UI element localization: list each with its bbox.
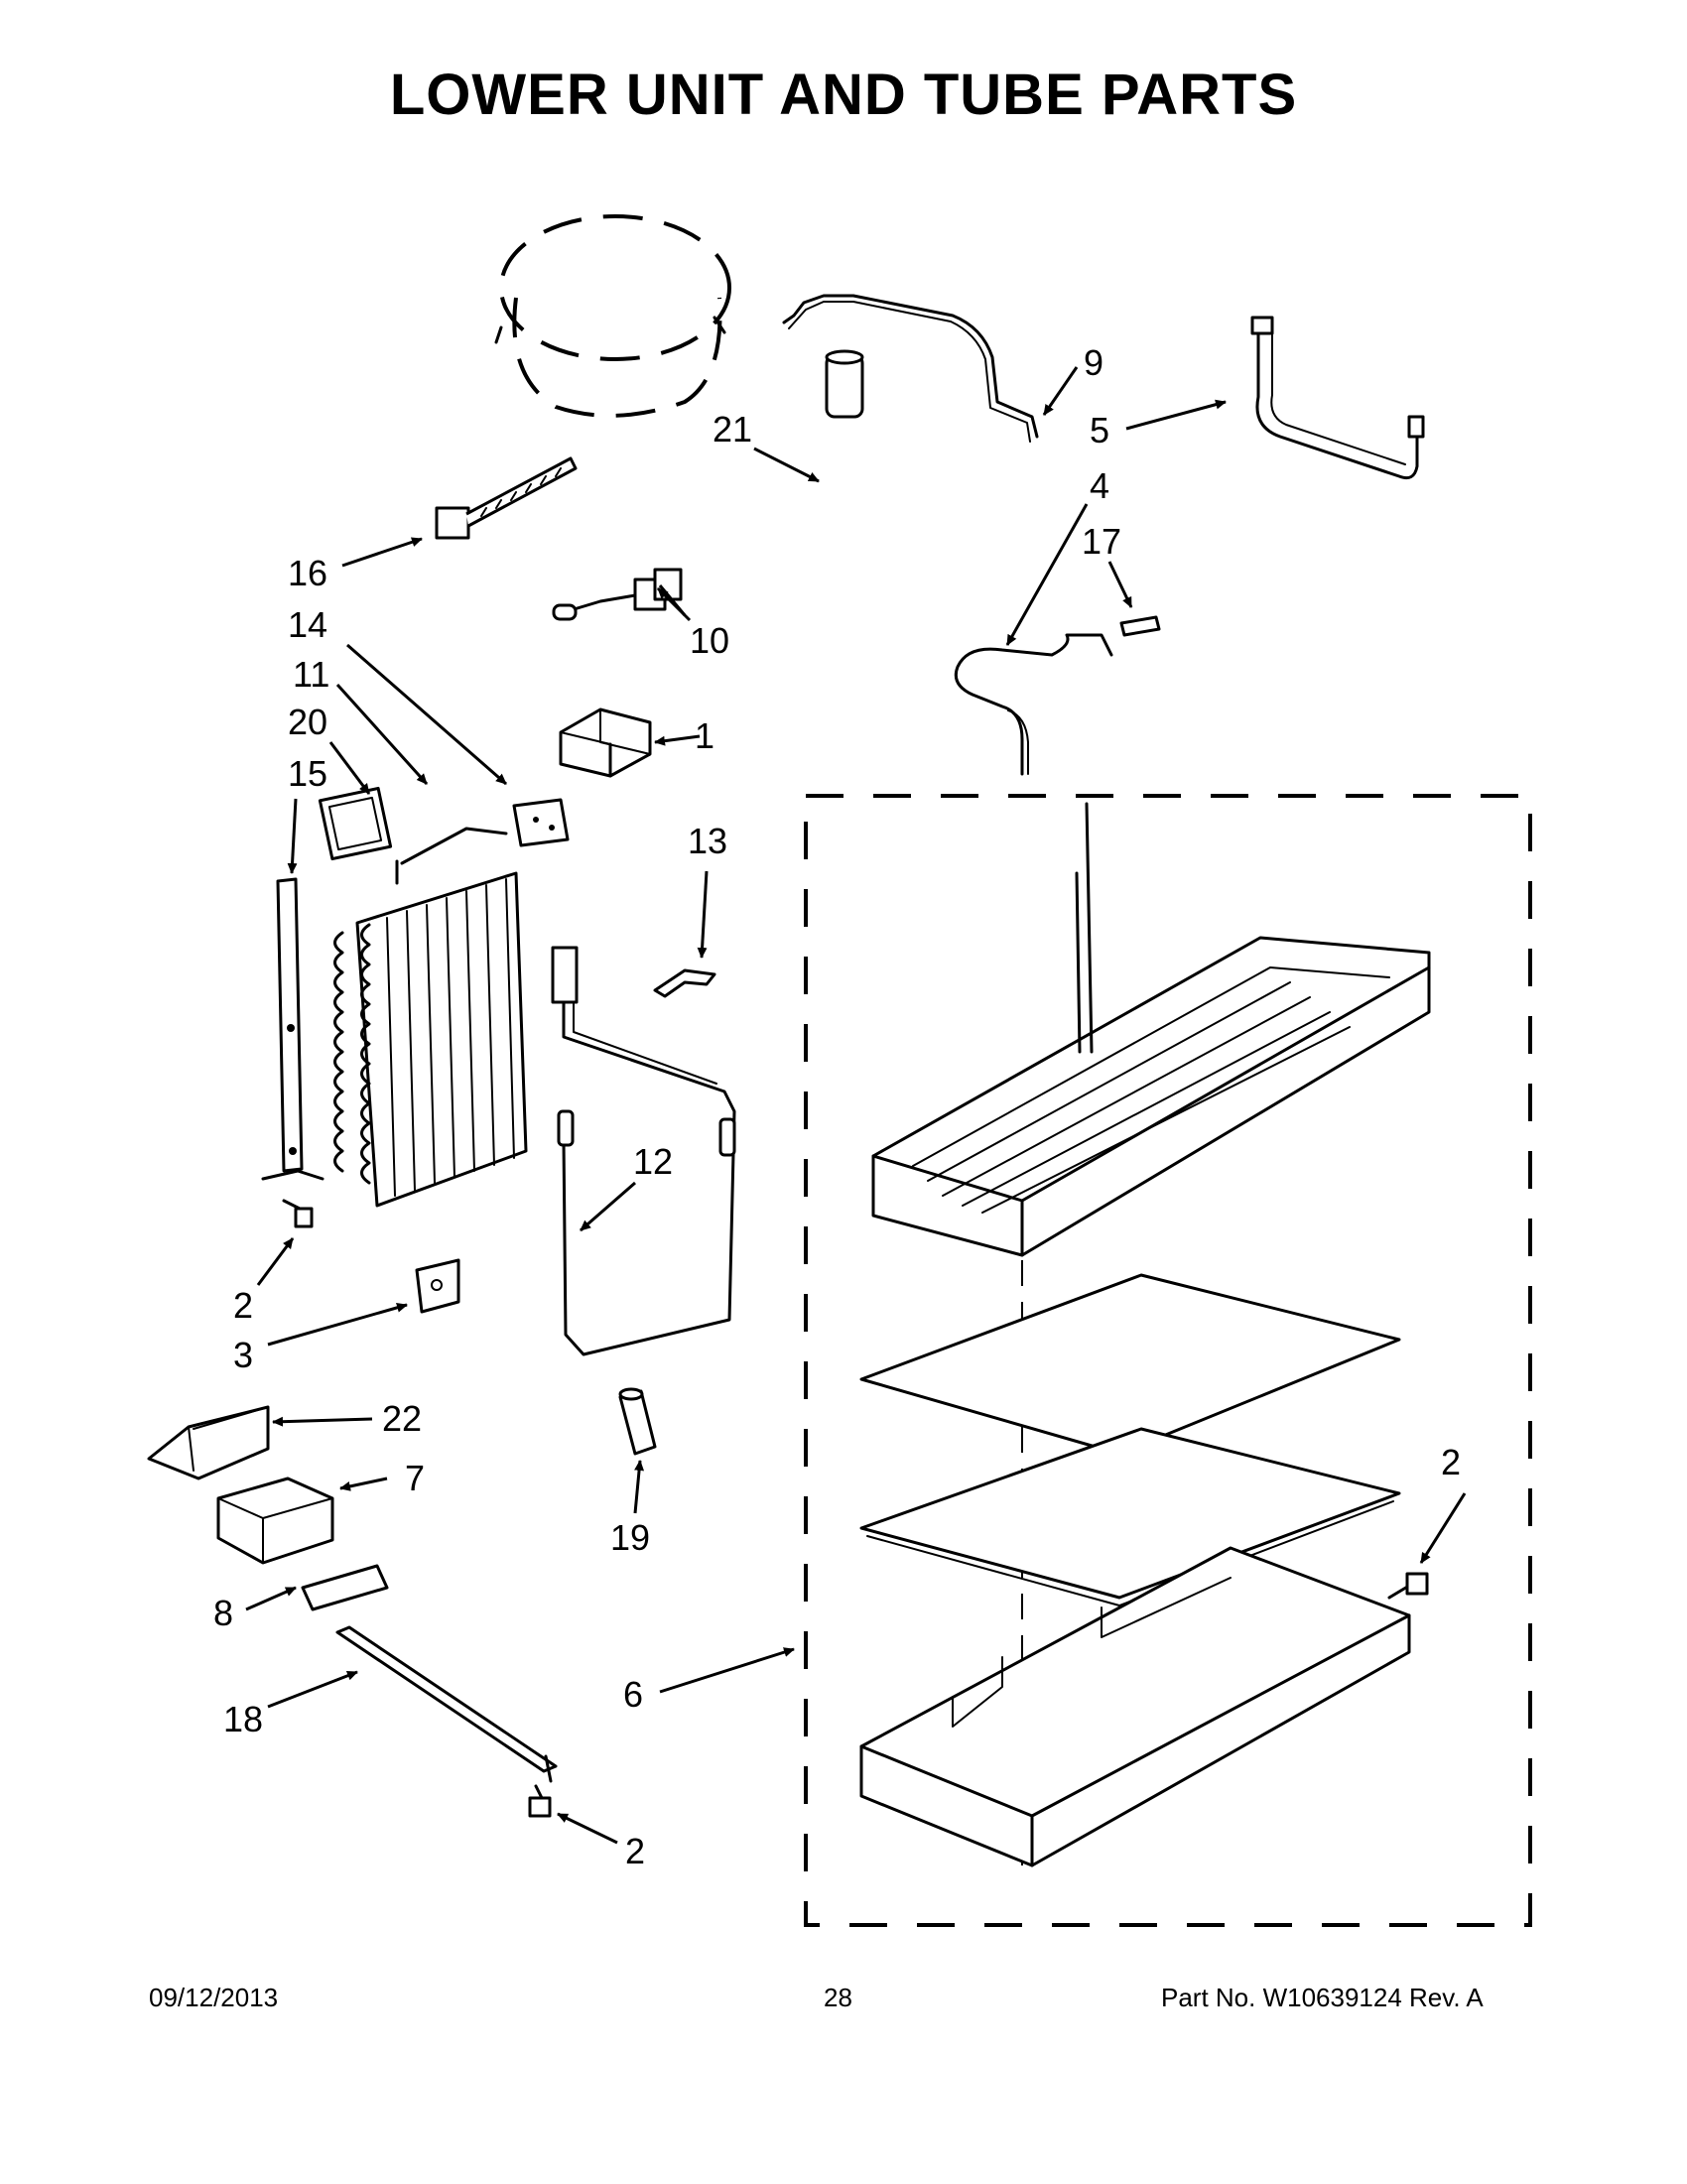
callout-20: 20 [288,702,327,742]
part-22-insulation [147,1405,270,1480]
callout-3: 3 [233,1335,253,1375]
callout-10: 10 [690,620,729,661]
part-2-screw-right [1387,1572,1429,1600]
part-10-sensor-harness [552,568,683,621]
part-21-sleeve [825,349,864,419]
callout-2-left: 2 [233,1285,253,1326]
part-5-tube [1250,316,1425,480]
part-7-cover [216,1477,334,1565]
callout-13: 13 [688,821,727,861]
callout-6: 6 [623,1674,643,1715]
callout-8: 8 [213,1593,233,1633]
page-title: LOWER UNIT AND TUBE PARTS [389,63,1298,127]
lower-tray [859,1546,1411,1867]
compressor-outline [494,214,731,418]
callout-18: 18 [223,1699,263,1739]
callout-11: 11 [293,654,329,695]
footer-date: 09/12/2013 [149,1983,279,2012]
part-4-tube [954,633,1113,776]
part-20-pad [318,786,393,861]
callout-9: 9 [1084,342,1103,383]
part-12-harness [551,946,736,1356]
drain-pan [871,802,1431,1257]
callout-4: 4 [1090,465,1109,506]
callout-21: 21 [713,409,752,450]
part-11-condenser [333,827,528,1208]
callout-16: 16 [288,553,327,593]
callout-numbers: 1 2 2 2 3 4 5 6 7 8 9 10 11 12 13 14 15 … [213,342,1461,1871]
callout-12: 12 [633,1141,673,1182]
part-16-cable-tie [435,456,578,540]
part-9-tube [782,294,1039,443]
part-2-screw-left [282,1199,314,1228]
part-17-clip [1119,615,1161,637]
part-19-sleeve [618,1387,657,1456]
callout-5: 5 [1090,410,1109,450]
callout-2-bottom: 2 [625,1831,645,1871]
callout-17: 17 [1082,521,1121,562]
part-8-plate [301,1564,389,1611]
callout-22: 22 [382,1398,422,1439]
callout-19: 19 [610,1517,650,1558]
callout-14: 14 [288,604,327,645]
part-18-bar [335,1625,558,1818]
part-13-clip [653,968,716,998]
part-3-bracket [415,1258,460,1314]
part-15-strap [261,877,324,1181]
part-14-plate [512,798,570,847]
insulation-sheets [859,1273,1401,1606]
footer-page-number: 28 [824,1983,852,2012]
callout-7: 7 [405,1458,425,1498]
leader-lines [245,366,1467,1845]
callout-15: 15 [288,753,327,794]
part-1-bracket [559,707,652,778]
part-6-assembly-boundary [804,794,1532,1927]
callout-2-right: 2 [1441,1442,1461,1482]
callout-1: 1 [695,715,714,756]
footer-part-number: Part No. W10639124 Rev. A [1161,1983,1484,2012]
